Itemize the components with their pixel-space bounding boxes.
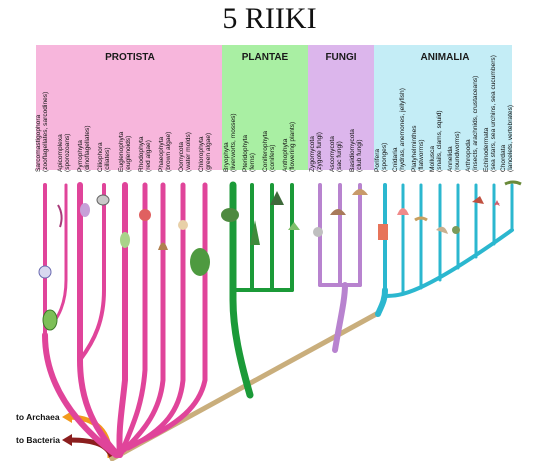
brown-algae-illustration — [158, 243, 168, 251]
kingdom-label-protista: PROTISTA — [105, 52, 155, 63]
apicomplexan-illustration — [80, 203, 90, 217]
phylum-label: Chlorophyta(green algae) — [198, 133, 212, 172]
phylum-label: Apicomplexa(sporozoans) — [57, 134, 71, 172]
organism-illustrations — [39, 182, 521, 330]
branch — [45, 185, 66, 330]
zygote-fungi-illustration — [313, 227, 323, 237]
arthropod-illustration — [472, 196, 484, 204]
branch — [335, 285, 345, 350]
flagellate-illustration — [58, 205, 62, 227]
phylum-label: Rhodophyta(red algae) — [138, 136, 152, 172]
phylum-label: Euglenophyta(euglenoids) — [118, 131, 132, 172]
flower-illustration — [288, 222, 300, 230]
mollusk-illustration — [436, 227, 448, 234]
sac-fungi-illustration — [330, 209, 346, 215]
branch — [378, 290, 385, 314]
phylum-label: Phaeophyta(brown algae) — [158, 132, 172, 172]
animalia-branches — [378, 185, 512, 314]
moss-illustration — [221, 208, 239, 222]
vertebrate-illustration — [505, 182, 521, 184]
ciliate-illustration — [120, 232, 130, 248]
annelid-illustration — [452, 226, 460, 234]
bacteria-label: to Bacteria — [16, 435, 60, 445]
bacteria-arrowhead — [62, 434, 72, 446]
radiolarian-illustration — [39, 266, 51, 278]
kingdom-label-animalia: ANIMALIA — [421, 52, 470, 63]
club-fungi-illustration — [352, 189, 368, 195]
phylum-label: Zygomycota(zygote fungi) — [309, 132, 323, 172]
green-algae-illustration — [190, 248, 210, 276]
branch — [119, 185, 125, 455]
archaea-label: to Archaea — [16, 412, 60, 422]
water-mold-illustration — [178, 220, 188, 230]
kingdom-label-plantae: PLANTAE — [242, 52, 289, 63]
red-algae-illustration — [139, 209, 151, 221]
outgroup-arrows: to Archaea to Bacteria — [16, 411, 112, 458]
dinoflagellate-illustration — [97, 195, 109, 205]
sponge-illustration — [378, 224, 388, 240]
amoeba-illustration — [43, 310, 57, 330]
kingdom-label-fungi: FUNGI — [325, 52, 356, 63]
anemone-illustration — [397, 208, 409, 215]
